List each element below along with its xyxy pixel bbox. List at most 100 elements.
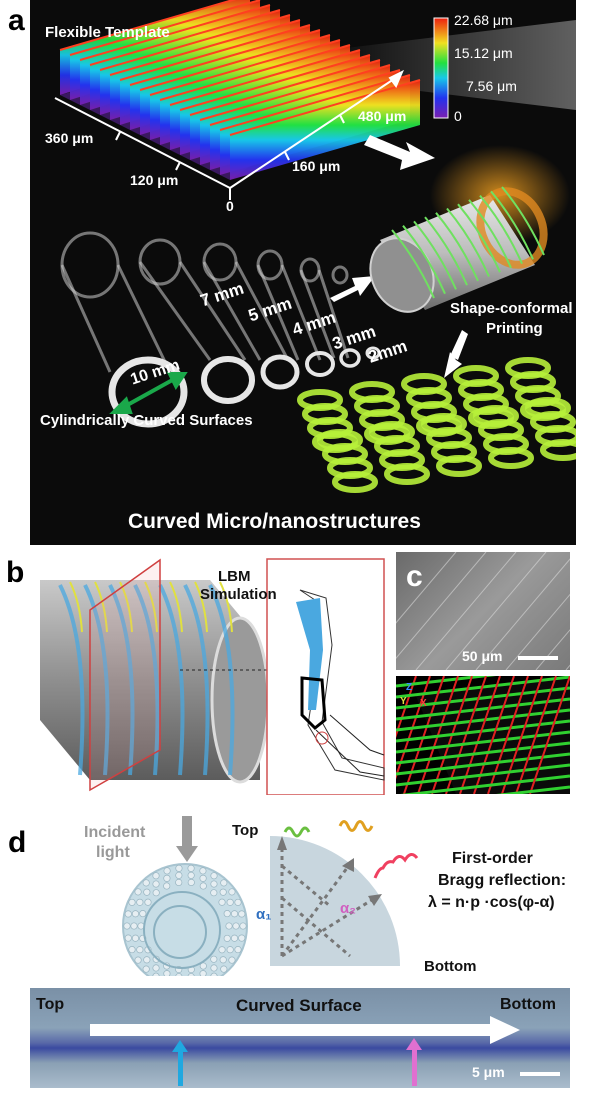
nanosphere — [228, 888, 236, 896]
ridge-crest — [149, 39, 341, 96]
nanosphere — [134, 888, 142, 896]
nanosphere — [226, 946, 234, 954]
fluid-band — [133, 584, 160, 776]
zoom-box — [266, 558, 385, 795]
nanosphere — [199, 867, 207, 875]
pink-marker — [412, 1046, 417, 1086]
axis-label-360: 360 μm — [45, 130, 94, 146]
green-line — [495, 785, 570, 794]
sem-groove — [475, 558, 570, 670]
panel-c-fluorescence: Z Y X — [396, 676, 570, 794]
nanosphere — [175, 864, 183, 872]
nanosphere — [139, 910, 147, 918]
nanosphere — [232, 922, 240, 930]
green-line — [400, 774, 570, 794]
nanosphere — [175, 973, 183, 976]
helix-coil — [436, 455, 482, 477]
cylinder-stripe — [479, 194, 523, 265]
cylinder-stripe — [446, 207, 490, 277]
ridge-crest — [159, 44, 351, 101]
incident-light-label: Incident — [84, 824, 146, 841]
sem-scale-label: 50 μm — [462, 648, 503, 664]
strip-bottom-label: Bottom — [500, 996, 556, 1013]
panel-d-graphics — [122, 816, 419, 976]
nanosphere — [142, 879, 150, 887]
nanosphere — [144, 898, 152, 906]
ridge-crest — [129, 29, 321, 86]
nanosphere — [199, 882, 207, 890]
printing-label: Printing — [486, 320, 543, 337]
green-line — [396, 697, 570, 721]
nanosphere — [199, 874, 207, 882]
flexible-template-label: Flexible Template — [45, 24, 170, 41]
axis-label-120: 120 μm — [130, 172, 179, 188]
yellow-stripe — [94, 581, 108, 633]
strip-title: Curved Surface — [236, 996, 362, 1015]
flexible-template-surface — [59, 0, 421, 180]
nanosphere — [223, 934, 231, 942]
curved-surface-strip: Top Curved Surface Bottom 5 μm — [30, 988, 570, 1088]
nanosphere — [210, 889, 218, 897]
alpha1-label: α₁ — [256, 906, 272, 923]
axis-label-origin: 0 — [226, 198, 234, 214]
nanosphere — [239, 922, 247, 930]
nanosphere — [143, 888, 151, 896]
nanosphere — [152, 880, 160, 888]
fluid-band — [58, 584, 85, 776]
cylinder-stripe — [435, 212, 479, 282]
nanosphere — [238, 910, 246, 918]
green-line — [396, 708, 570, 732]
helix-coil — [540, 439, 576, 461]
yellow-stripe — [69, 581, 83, 633]
nanosphere — [210, 880, 218, 888]
fluid-band — [83, 584, 110, 776]
cylinder-stripe — [391, 229, 435, 299]
panel-b-graphics — [40, 558, 385, 795]
nanosphere — [187, 973, 195, 976]
red-line — [515, 676, 557, 794]
strip-scale-label: 5 μm — [472, 1064, 505, 1080]
ridge-crest — [79, 4, 271, 61]
incident-light-label-2: light — [96, 844, 130, 861]
red-line — [529, 676, 570, 794]
cylinder-end-face — [210, 616, 270, 784]
panel-b-letter: b — [6, 556, 25, 589]
red-line — [445, 676, 487, 794]
yellow-stripe — [119, 581, 133, 633]
nanosphere — [199, 970, 207, 976]
sem-groove — [535, 629, 570, 670]
slicing-plane — [89, 558, 161, 792]
nanosphere — [175, 878, 183, 886]
curved-micro-title: Curved Micro/nanostructures — [128, 510, 421, 533]
tube-rings — [108, 346, 381, 428]
nanosphere — [152, 889, 160, 897]
nanosphere — [163, 970, 171, 976]
nanosphere — [134, 956, 142, 964]
sem-groove — [396, 552, 457, 624]
panel-d-letter: d — [8, 826, 27, 859]
axis-z-label: Z — [406, 682, 413, 693]
sem-groove — [415, 552, 517, 670]
nanosphere — [152, 972, 160, 976]
top-label: Top — [232, 822, 259, 839]
helix-structures — [297, 357, 576, 493]
nanosphere — [163, 867, 171, 875]
nanosphere — [124, 910, 132, 918]
nanosphere — [210, 872, 218, 880]
nanosphere — [187, 878, 195, 886]
green-line — [396, 752, 570, 776]
nanosphere — [218, 898, 226, 906]
colorbar-max: 22.68 μm — [454, 12, 513, 28]
sem-scale-bar — [518, 656, 558, 660]
red-line — [501, 676, 543, 794]
nanosphere — [128, 898, 136, 906]
ridge-crest — [169, 49, 361, 106]
nanosphere — [218, 946, 226, 954]
nanosphere — [187, 871, 195, 879]
nanosphere — [130, 922, 138, 930]
ridge-crest — [179, 54, 371, 111]
incident-arrow — [182, 816, 192, 846]
red-wave — [373, 853, 419, 879]
bragg-equation: λ = n·p ·cos(φ-α) — [428, 894, 555, 911]
green-line — [396, 686, 570, 710]
